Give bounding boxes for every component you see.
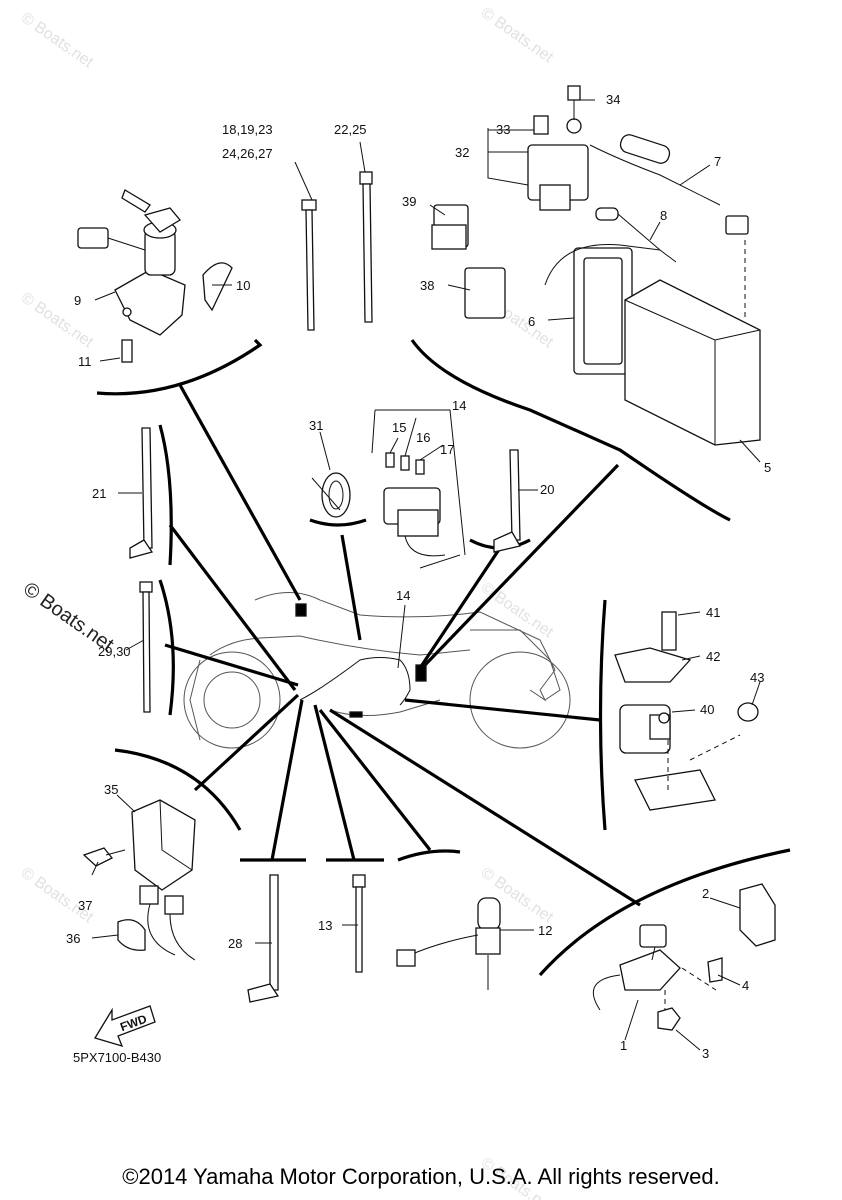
cable-ties-top xyxy=(301,171,373,331)
callout-3: 3 xyxy=(702,1046,709,1061)
callout-16: 16 xyxy=(416,430,430,445)
callout-11: 11 xyxy=(78,354,92,369)
callout-22-25: 22,25 xyxy=(334,122,367,137)
callout-6: 6 xyxy=(528,314,535,329)
watermark-layer: © Boats.net © Boats.net © Boats.net © Bo… xyxy=(18,4,557,1200)
regulator-assembly xyxy=(82,799,196,961)
callout-31: 31 xyxy=(309,418,323,433)
callout-33: 33 xyxy=(496,122,510,137)
neutral-switch-assembly xyxy=(396,897,501,990)
watermark-text: © Boats.net xyxy=(478,4,557,66)
callout-1: 1 xyxy=(620,1038,627,1053)
copyright-notice: ©2014 Yamaha Motor Corporation, U.S.A. A… xyxy=(122,1164,720,1189)
fwd-label: FWD xyxy=(118,1012,149,1035)
callout-labels: 9 10 11 18,19,23 24,26,27 22,25 33 32 34… xyxy=(66,92,771,1065)
callout-2: 2 xyxy=(702,886,709,901)
callout-4: 4 xyxy=(742,978,749,993)
atv-outline xyxy=(183,592,571,749)
callout-20: 20 xyxy=(540,482,554,497)
callout-35: 35 xyxy=(104,782,118,797)
callout-28: 28 xyxy=(228,936,242,951)
watermark-text: © Boats.net xyxy=(18,9,97,71)
callout-18-19-23: 18,19,23 xyxy=(222,122,273,137)
callout-15: 15 xyxy=(392,420,406,435)
callout-43: 43 xyxy=(750,670,764,685)
group-brackets xyxy=(96,338,791,977)
diagram-code: 5PX7100-B430 xyxy=(73,1050,161,1065)
callout-10: 10 xyxy=(236,278,250,293)
callout-34: 34 xyxy=(606,92,620,107)
callout-12: 12 xyxy=(538,923,552,938)
watermark-text: © Boats.net xyxy=(18,864,97,926)
callout-29-30: 29,30 xyxy=(98,644,131,659)
callout-37: 37 xyxy=(78,898,92,913)
callout-42: 42 xyxy=(706,649,720,664)
throttle-switch-assembly xyxy=(592,883,776,1031)
callout-24-26-27: 24,26,27 xyxy=(222,146,273,161)
connector-lines xyxy=(164,384,641,907)
main-switch-assembly xyxy=(77,189,233,363)
callout-32: 32 xyxy=(455,145,469,160)
callout-36: 36 xyxy=(66,931,80,946)
callout-8: 8 xyxy=(660,208,667,223)
cable-ties-side xyxy=(129,427,521,1003)
callout-7: 7 xyxy=(714,154,721,169)
watermark-text: © Boats.net xyxy=(478,579,557,641)
callout-38: 38 xyxy=(420,278,434,293)
callout-39: 39 xyxy=(402,194,416,209)
callout-13: 13 xyxy=(318,918,332,933)
callout-14-mid: 14 xyxy=(396,588,410,603)
battery-relay-assembly xyxy=(431,85,761,446)
leader-lines xyxy=(91,99,761,1051)
callout-9: 9 xyxy=(74,293,81,308)
callout-41: 41 xyxy=(706,605,720,620)
callout-14-top: 14 xyxy=(452,398,466,413)
callout-5: 5 xyxy=(764,460,771,475)
callout-21: 21 xyxy=(92,486,106,501)
callout-17: 17 xyxy=(440,442,454,457)
fuse-box-assembly xyxy=(311,452,461,569)
callout-40: 40 xyxy=(700,702,714,717)
watermark-text: © Boats.net xyxy=(18,289,97,351)
fwd-arrow: FWD xyxy=(94,1005,156,1048)
sensor-assembly xyxy=(614,611,759,811)
